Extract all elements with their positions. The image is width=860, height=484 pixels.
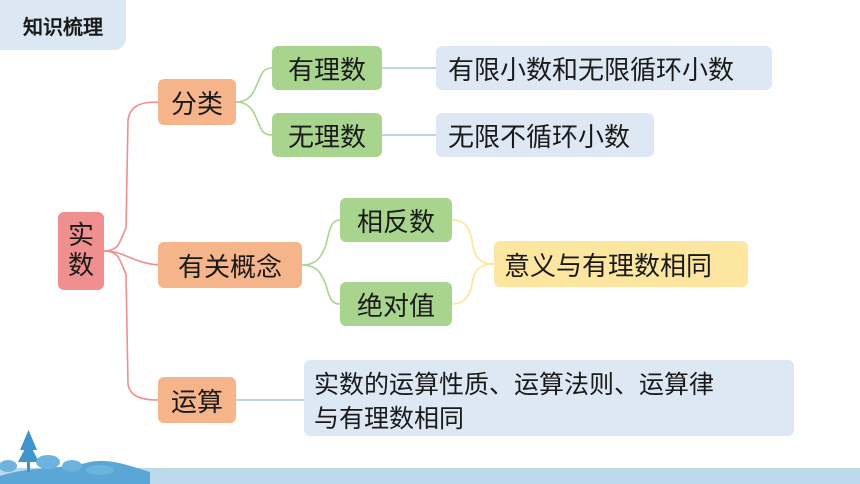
node-opposite-number: 相反数 [340,198,452,242]
operations-description: 实数的运算性质、运算法则、运算律 与有理数相同 [304,360,794,436]
operations-description-line-2: 与有理数相同 [314,404,465,433]
tree-icon [18,430,39,472]
node-rational-numbers: 有理数 [272,46,382,90]
root-char-2: 数 [67,251,94,281]
branch-classification: 分类 [158,79,236,125]
node-absolute-value: 绝对值 [340,282,452,326]
irrational-description: 无限不循环小数 [436,113,654,157]
branch-related-concepts: 有关概念 [158,242,302,288]
concepts-description: 意义与有理数相同 [494,241,748,287]
rational-description: 有限小数和无限循环小数 [436,46,772,90]
section-title: 知识梳理 [0,0,126,50]
root-char-1: 实 [67,221,94,251]
root-node-real-numbers: 实 数 [58,212,104,290]
operations-description-line-1: 实数的运算性质、运算法则、运算律 [314,370,715,399]
branch-operations: 运算 [158,377,236,423]
node-irrational-numbers: 无理数 [272,113,382,157]
